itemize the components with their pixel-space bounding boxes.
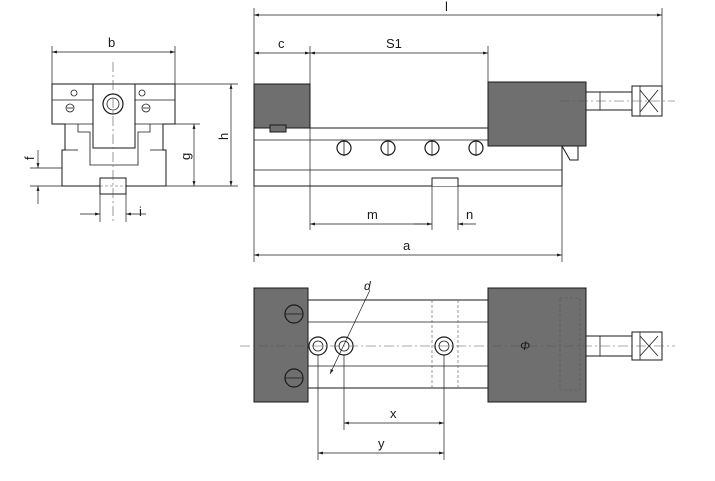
dim-S1-label: S1 (386, 36, 402, 51)
dim-b-label: b (108, 35, 115, 50)
end-view-dimensions: b h g f i (22, 35, 238, 222)
dim-i-label: i (139, 204, 142, 219)
dim-m-label: m (367, 207, 378, 222)
dim-l-label: l (445, 0, 448, 14)
top-movable-jaw (487, 287, 587, 403)
dim-y-label: y (378, 436, 385, 451)
dim-h-label: h (216, 133, 231, 140)
dim-a-label: a (403, 238, 411, 253)
dim-f-label: f (22, 156, 37, 160)
dim-d-label: d (364, 279, 371, 293)
dim-g-label: g (178, 153, 193, 160)
end-view (51, 62, 176, 224)
side-view-dimensions: l c S1 m n a (253, 0, 663, 262)
movable-jaw (487, 81, 587, 147)
dim-c-label: c (278, 36, 285, 51)
dim-x-label: x (390, 406, 397, 421)
dim-n-label: n (466, 207, 473, 222)
fixed-jaw (253, 83, 311, 129)
svg-text:Φ: Φ (520, 339, 530, 353)
side-view (253, 81, 675, 187)
top-view-dimensions: d x y (317, 279, 445, 460)
top-view: Φ (240, 287, 675, 403)
